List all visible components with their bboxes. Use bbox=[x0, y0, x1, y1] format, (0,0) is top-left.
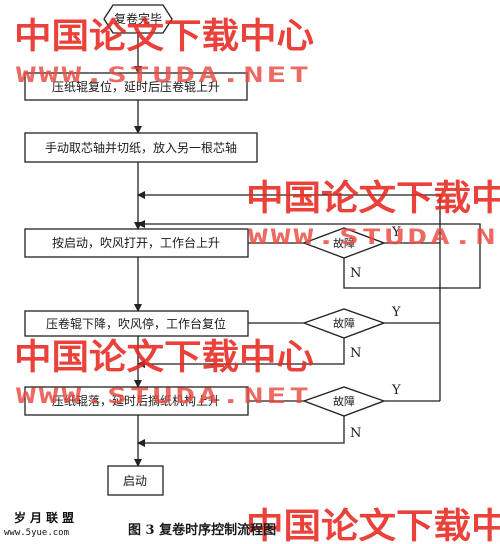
process-box-2: 手动取芯轴并切纸，放入另一根芯轴 bbox=[24, 132, 258, 163]
start-node: 复卷完毕 bbox=[103, 4, 173, 34]
line-yes-return-to-step3 bbox=[137, 191, 441, 401]
line-no1-loop bbox=[137, 220, 481, 289]
yes-label-1: Y bbox=[391, 225, 401, 240]
decision-3: 故障 bbox=[302, 386, 386, 417]
process-label-2: 手动取芯轴并切纸，放入另一根芯轴 bbox=[45, 140, 237, 155]
no-label-1: N bbox=[350, 266, 361, 281]
watermark-cn-4: 中国论文下载中心 bbox=[246, 507, 500, 544]
process-label-4: 压卷辊下降，吹风停，工作台复位 bbox=[46, 316, 226, 331]
decision-label-2: 故障 bbox=[333, 316, 355, 330]
watermark-cn-3: 中国论文下载中心 bbox=[14, 338, 314, 378]
end-node: 启动 bbox=[107, 465, 164, 496]
process-box-3: 按启动，吹风打开，工作台上升 bbox=[24, 228, 249, 258]
process-box-4: 压卷辊下降，吹风停，工作台复位 bbox=[24, 310, 249, 337]
yes-label-2: Y bbox=[391, 305, 401, 320]
process-box-5: 压纸辊落，延时后摘纸机构上升 bbox=[24, 386, 249, 416]
decision-label-1: 故障 bbox=[333, 236, 355, 250]
line-no2-loop bbox=[137, 338, 345, 368]
yes-label-3: Y bbox=[391, 383, 401, 398]
watermark-url-1: WWW.STUDA.NET bbox=[16, 63, 312, 87]
end-label: 启动 bbox=[123, 474, 147, 488]
watermark-url-2: WWW.STUDA.NET bbox=[248, 225, 500, 249]
process-box-1: 压纸辊复位，延时后压卷辊上升 bbox=[24, 72, 248, 101]
watermark-cn-2: 中国论文下载中心 bbox=[246, 179, 500, 219]
watermark-cn-1: 中国论文下载中心 bbox=[14, 17, 314, 57]
watermark-url-3: WWW.STUDA.NET bbox=[16, 384, 312, 408]
logo-url: www.5yue.com bbox=[4, 528, 69, 538]
process-label-1: 压纸辊复位，延时后压卷辊上升 bbox=[52, 79, 220, 94]
no-label-2: N bbox=[350, 346, 361, 361]
decision-1: 故障 bbox=[302, 227, 386, 259]
decision-2: 故障 bbox=[302, 308, 386, 339]
no-label-3: N bbox=[350, 426, 361, 441]
decision-label-3: 故障 bbox=[333, 394, 355, 408]
watermarks: 中国论文下载中心 WWW.STUDA.NET 中国论文下载中心 WWW.STUD… bbox=[14, 17, 500, 544]
process-label-5: 压纸辊落，延时后摘纸机构上升 bbox=[52, 393, 220, 408]
figure-caption: 图 3 复卷时序控制流程图 bbox=[128, 522, 276, 538]
process-label-3: 按启动，吹风打开，工作台上升 bbox=[52, 235, 220, 250]
line-no3-loop bbox=[137, 416, 345, 447]
logo-text: 岁月联盟 bbox=[14, 510, 78, 525]
site-logo: 岁月联盟 www.5yue.com bbox=[4, 510, 78, 538]
connectors bbox=[134, 33, 481, 467]
start-label: 复卷完毕 bbox=[114, 11, 162, 26]
